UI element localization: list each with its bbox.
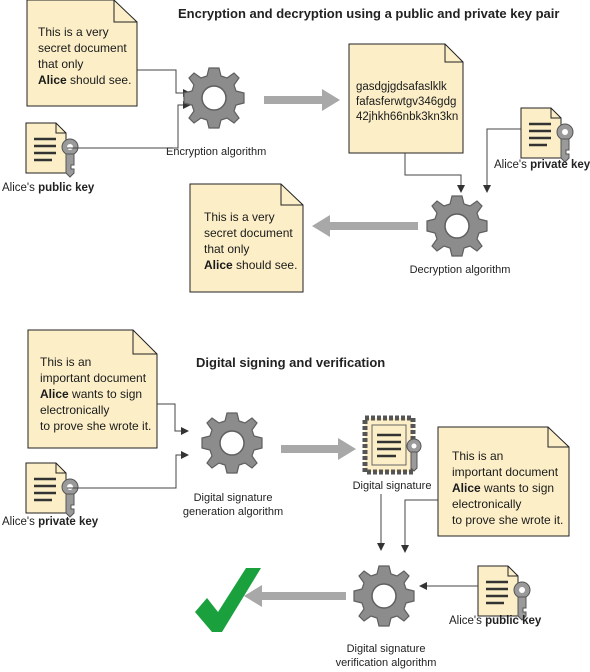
private-key-document-icon (519, 106, 575, 164)
encryption-label: Encryption algorithm (166, 146, 267, 158)
private-key-label: Alice's private key (494, 159, 590, 171)
ciphertext-text: gasdgjgdsafaslklk fafasferwtgv346gdg 42j… (356, 81, 459, 123)
generation-label: Digital signature generation algorithm (182, 492, 284, 518)
connector-doc-to-verify (401, 499, 438, 553)
private-key-document-icon-2 (24, 461, 80, 519)
public-key-document-icon (24, 121, 80, 179)
decrypted-document-text: This is a very secret document that only… (204, 210, 298, 272)
decryption-label: Decryption algorithm (409, 264, 511, 276)
decryption-gear-icon (426, 195, 488, 257)
copy-document (437, 426, 570, 537)
plain-document-text: This is a very secret document that only… (38, 25, 132, 87)
public-key-label-2: Alice's public key (449, 615, 542, 627)
section2-title: Digital signing and verification (196, 355, 386, 370)
connector-plain-to-encrypt (137, 69, 191, 97)
source-document-text: This is an important document Alice want… (40, 355, 152, 433)
connector-key-to-generate (67, 451, 189, 489)
copy-document-text: This is an important document Alice want… (452, 449, 564, 527)
encrypt-output-arrow (264, 89, 340, 111)
connector-doc-to-generate (157, 403, 189, 435)
plain-document (26, 0, 138, 107)
section1-title: Encryption and decryption using a public… (178, 6, 560, 21)
generation-gear-icon (201, 412, 263, 474)
checkmark-icon (195, 568, 261, 632)
verification-label: Digital signature verification algorithm (335, 643, 437, 669)
connector-key-to-decrypt (483, 128, 521, 193)
public-key-label: Alice's public key (2, 182, 95, 194)
digital-signature-icon (362, 415, 422, 475)
public-key-document-icon-2 (476, 564, 532, 622)
decrypted-document (189, 183, 304, 293)
verification-gear-icon (353, 565, 415, 627)
source-document (27, 329, 158, 449)
generate-output-arrow (281, 438, 356, 460)
connector-cipher-to-decrypt (404, 153, 465, 193)
decrypt-output-arrow (312, 215, 418, 237)
connector-key-to-encrypt (67, 101, 191, 149)
private-key-label-2: Alice's private key (2, 516, 99, 528)
verify-output-arrow (244, 585, 346, 607)
encryption-gear-icon (183, 67, 245, 129)
ciphertext-document (348, 43, 464, 154)
signature-label: Digital signature (352, 480, 432, 492)
